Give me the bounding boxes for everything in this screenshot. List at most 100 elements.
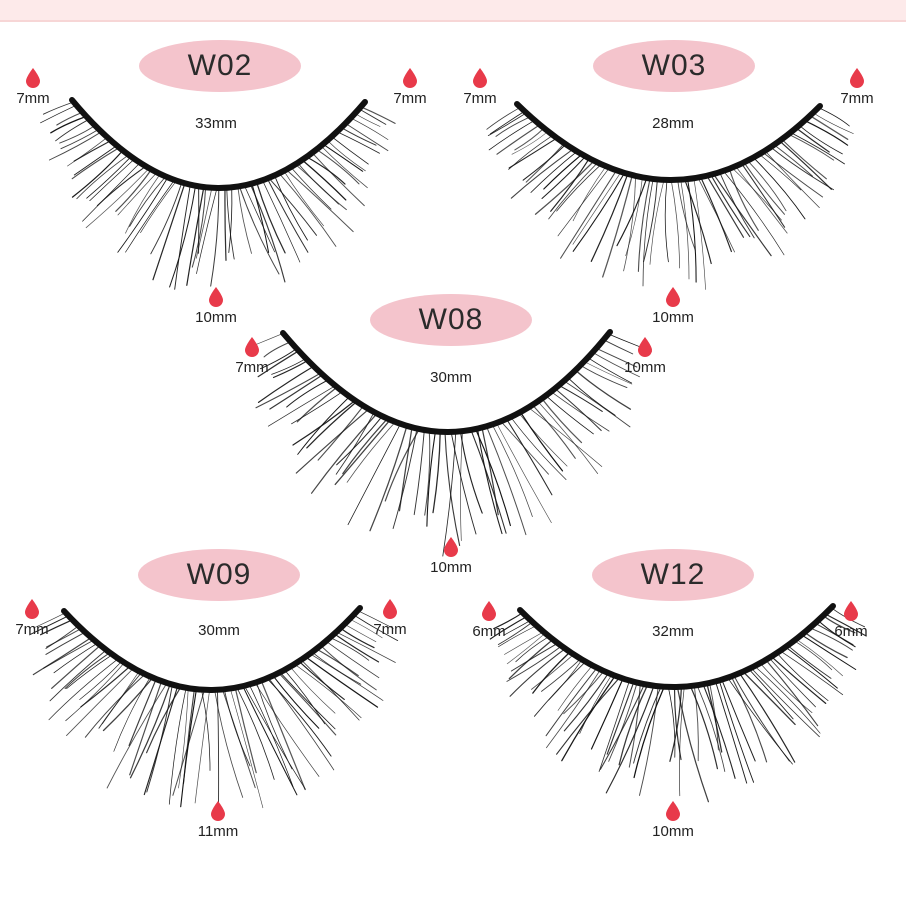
lash-hair xyxy=(51,644,102,689)
lash-hair xyxy=(598,680,630,772)
right-length-w12: 6mm xyxy=(821,601,881,640)
lash-hair xyxy=(723,170,785,256)
drop-icon xyxy=(666,287,680,307)
lash-hair xyxy=(592,351,640,378)
lash-hair xyxy=(623,175,636,272)
lash-hair xyxy=(574,369,632,410)
band-width-w02: 33mm xyxy=(195,115,237,132)
top-banner-strip xyxy=(0,0,906,22)
lash-hair xyxy=(424,430,431,516)
center-length-w12: 10mm xyxy=(643,801,703,840)
lash-hair xyxy=(274,175,308,241)
lash-hair xyxy=(768,657,816,708)
lash-hair xyxy=(325,640,380,679)
lash-hair xyxy=(579,674,613,734)
center-length-w09: 11mm xyxy=(188,801,248,840)
lash-hair xyxy=(804,120,849,146)
lash-hair xyxy=(53,642,99,674)
lash-hair xyxy=(150,181,183,255)
lash-hair xyxy=(289,666,336,714)
lash-hair xyxy=(510,148,574,199)
lash-hair xyxy=(217,689,220,811)
lash-hair xyxy=(353,614,399,642)
lash-hair xyxy=(508,137,558,169)
lash-hair xyxy=(384,428,421,502)
lash-hair xyxy=(485,425,527,536)
lash-hair xyxy=(278,172,337,247)
lash-hair xyxy=(43,639,95,669)
lash-hair xyxy=(82,162,141,222)
lash-hair xyxy=(572,171,622,245)
lash-hair xyxy=(300,659,360,721)
lash-hair xyxy=(301,159,347,201)
lash-hair xyxy=(125,179,175,253)
lash-hair xyxy=(504,631,544,655)
lash-hair xyxy=(787,645,832,679)
left-length-w02: 7mm xyxy=(3,68,63,107)
lash-hair xyxy=(715,681,748,784)
lash-hair xyxy=(824,613,867,637)
lash-hair xyxy=(249,183,286,283)
lash-hair xyxy=(460,430,463,541)
lash-hair xyxy=(730,675,768,763)
lash-hair xyxy=(519,411,564,472)
lash-hair xyxy=(750,667,820,738)
lash-hair xyxy=(224,187,227,261)
lash-hair xyxy=(320,645,377,691)
drop-icon xyxy=(383,599,397,619)
lash-band xyxy=(280,329,613,435)
lash-hair xyxy=(510,416,567,480)
lash-hair xyxy=(557,665,593,711)
lash-hair xyxy=(228,186,233,253)
lash-hair xyxy=(719,171,755,239)
lash-hair xyxy=(488,119,536,151)
lash-hair xyxy=(195,187,213,259)
lash-hair xyxy=(392,428,418,529)
lash-hair xyxy=(781,138,827,180)
lash-hair xyxy=(125,173,161,234)
lash-hair xyxy=(697,177,735,253)
lash-hair xyxy=(315,648,359,677)
lash-hair xyxy=(279,671,336,730)
lash-hair xyxy=(223,688,251,767)
lash-hair xyxy=(284,669,326,725)
lash-hair xyxy=(793,640,833,671)
lash-hair xyxy=(522,143,567,181)
right-length-w02: 7mm xyxy=(380,68,440,107)
style-badge-w02: W02 xyxy=(139,40,301,92)
lash-hair xyxy=(700,176,732,253)
lash-hair xyxy=(809,115,849,140)
lash-hair xyxy=(128,678,157,747)
lash-hair xyxy=(476,428,503,535)
lash-hair xyxy=(46,628,82,648)
lash-band xyxy=(514,101,823,183)
lash-hair xyxy=(295,408,370,474)
lash-hair xyxy=(267,385,336,427)
lash-hair xyxy=(572,172,626,252)
lash-hair xyxy=(196,187,218,274)
right-length-w03: 7mm xyxy=(827,68,887,107)
lash-hair xyxy=(257,350,300,378)
lash-hair xyxy=(718,679,755,783)
drop-icon xyxy=(444,537,458,557)
lash-hair xyxy=(649,179,665,265)
lash-hair xyxy=(689,685,719,770)
lash-hair xyxy=(508,638,554,680)
lash-hair xyxy=(255,181,286,254)
lash-hair xyxy=(256,681,293,770)
lash-hair xyxy=(531,404,576,459)
lash-hair xyxy=(214,689,244,798)
lash-hair xyxy=(60,128,100,150)
lash-hair xyxy=(770,655,827,705)
lash-hair xyxy=(55,118,90,142)
lash-hair xyxy=(531,653,575,690)
lash-hair xyxy=(86,156,132,199)
lash-hair xyxy=(342,418,389,475)
lash-hair xyxy=(76,154,130,200)
lash-hair xyxy=(602,174,633,278)
lash-hair xyxy=(229,688,264,809)
lash-hair xyxy=(269,374,324,410)
lash-hair xyxy=(563,672,610,732)
lash-hair xyxy=(297,162,347,211)
